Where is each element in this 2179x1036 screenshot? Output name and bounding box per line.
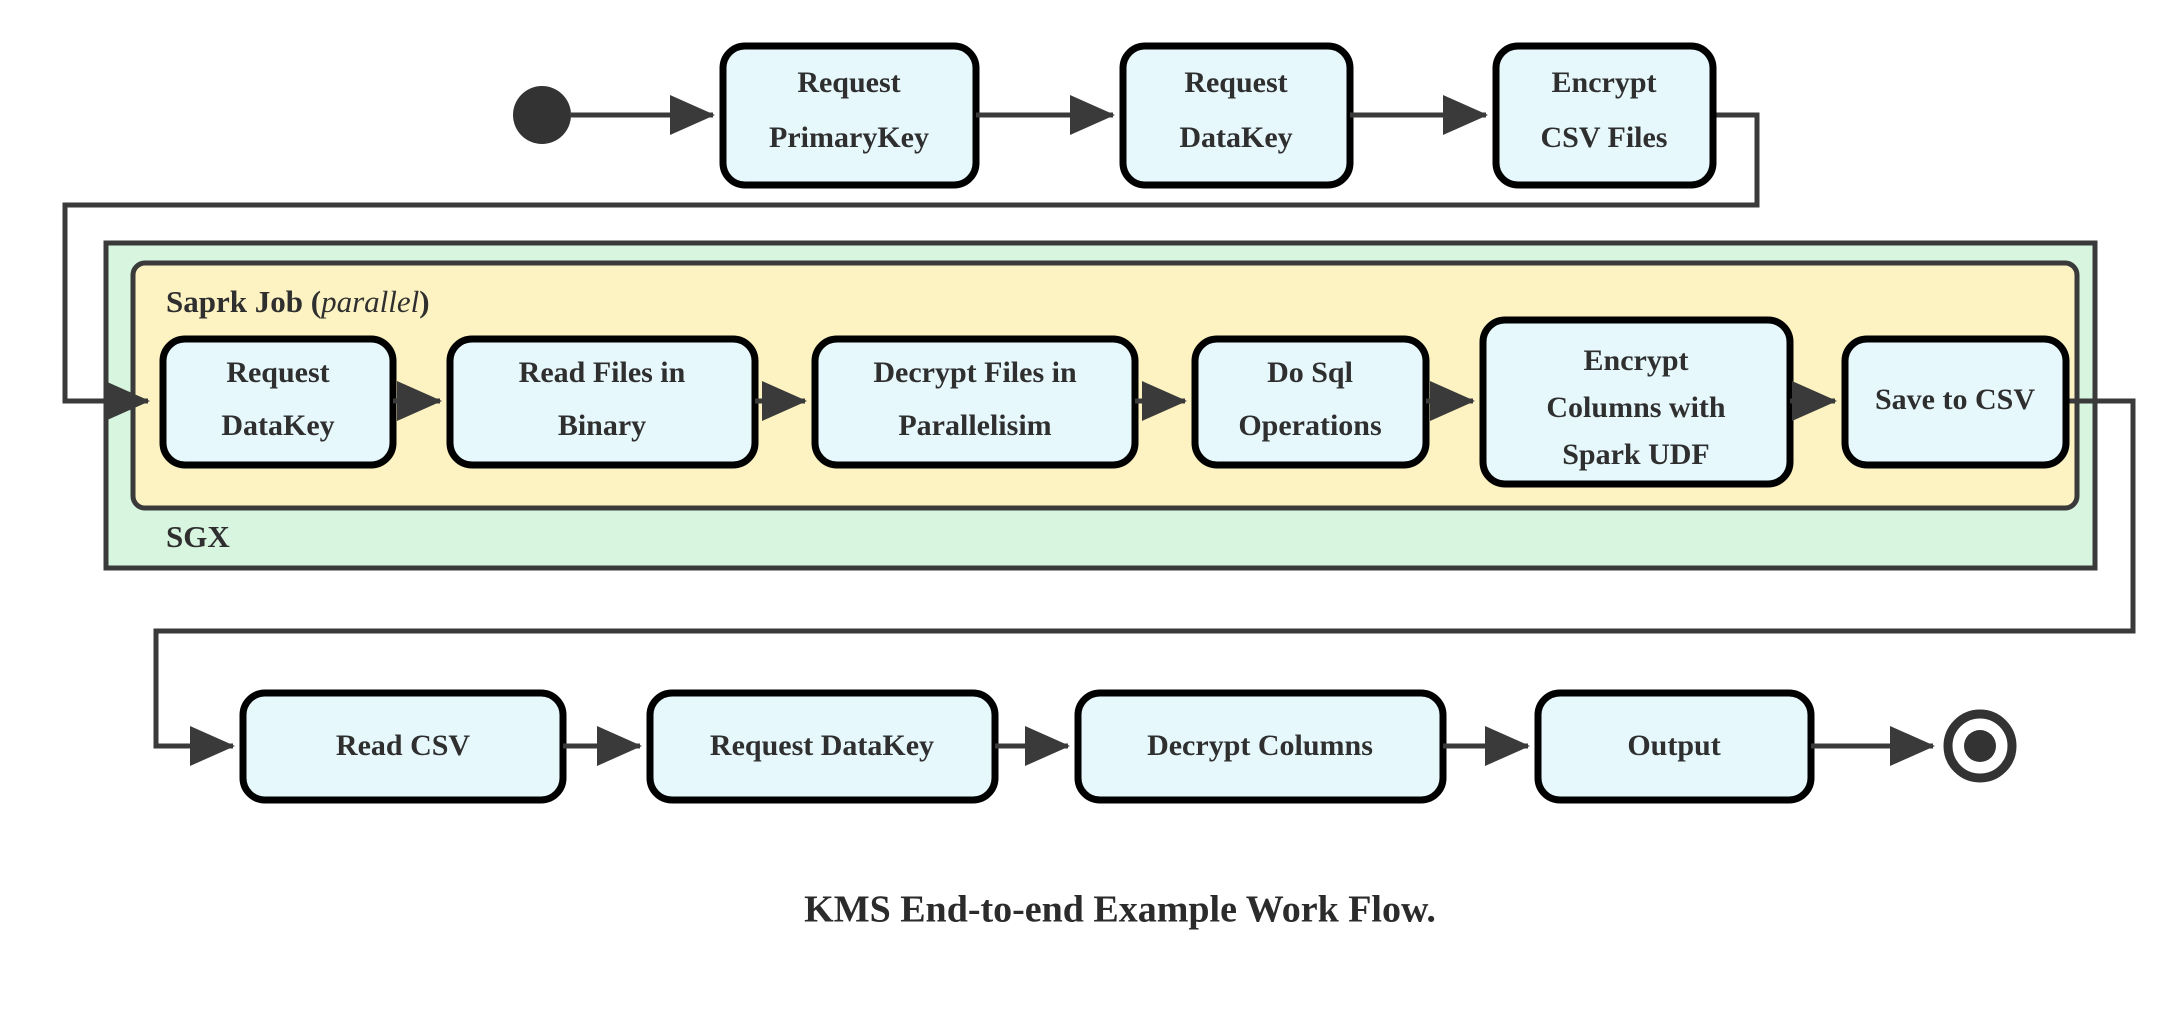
node-decrypt-columns[interactable]: Decrypt Columns xyxy=(1074,689,1447,804)
node-decrypt-files-in-parallelisim-line-2: Parallelisim xyxy=(898,409,1051,442)
node-request-datakey-spark-line-2: DataKey xyxy=(221,409,334,442)
node-encrypt-csv-files-box[interactable] xyxy=(1492,42,1717,189)
node-read-files-in-binary-line-2: Binary xyxy=(558,409,646,442)
group-sgx-label: SGX xyxy=(166,519,230,554)
node-decrypt-files-in-parallelisim-line-1: Decrypt Files in xyxy=(873,356,1077,389)
node-decrypt-files-in-parallelisim[interactable]: Decrypt Files in Parallelisim xyxy=(811,335,1139,469)
node-request-primarykey-line-1: Request xyxy=(797,66,900,99)
node-encrypt-csv-files-line-1: Encrypt xyxy=(1552,66,1657,99)
node-read-csv-line-1: Read CSV xyxy=(336,729,471,762)
node-request-primarykey[interactable]: Request PrimaryKey xyxy=(719,42,980,189)
node-encrypt-columns-with-spark-udf-line-3: Spark UDF xyxy=(1562,438,1710,471)
node-encrypt-csv-files[interactable]: Encrypt CSV Files xyxy=(1492,42,1717,189)
node-decrypt-columns-line-1: Decrypt Columns xyxy=(1147,729,1373,762)
node-encrypt-columns-with-spark-udf[interactable]: Encrypt Columns with Spark UDF xyxy=(1479,316,1794,488)
node-do-sql-operations-line-1: Do Sql xyxy=(1267,356,1353,389)
node-request-datakey-bottom-line-1: Request DataKey xyxy=(710,729,934,762)
node-request-primarykey-line-2: PrimaryKey xyxy=(769,121,929,154)
end-node-center xyxy=(1964,730,1996,762)
node-encrypt-columns-with-spark-udf-line-2: Columns with xyxy=(1546,391,1726,424)
group-spark-job-label-main: Saprk Job xyxy=(166,284,303,319)
node-encrypt-columns-with-spark-udf-line-1: Encrypt xyxy=(1584,344,1689,377)
node-save-to-csv-box[interactable] xyxy=(1841,335,2070,469)
node-do-sql-operations-line-2: Operations xyxy=(1238,409,1381,442)
end-node xyxy=(1943,709,2017,783)
group-spark-job-label: Saprk Job (parallel) xyxy=(166,284,430,319)
node-request-datakey-top-line-2: DataKey xyxy=(1179,121,1292,154)
start-node xyxy=(513,86,571,144)
node-read-csv[interactable]: Read CSV xyxy=(239,689,567,804)
node-save-to-csv-line-1: Save to CSV xyxy=(1875,383,2035,416)
connector-encrypt-csv-to-spark xyxy=(62,112,1760,421)
group-spark-job-label-parallel: parallel xyxy=(319,284,419,319)
node-read-files-in-binary[interactable]: Read Files in Binary xyxy=(446,335,759,469)
diagram-caption: KMS End-to-end Example Work Flow. xyxy=(804,889,1436,931)
group-spark-job-label-paren-close: ) xyxy=(419,284,429,319)
group-spark-job-label-paren-open: ( xyxy=(311,284,321,319)
node-request-datakey-bottom[interactable]: Request DataKey xyxy=(646,689,999,804)
node-save-to-csv[interactable]: Save to CSV xyxy=(1841,335,2070,469)
node-do-sql-operations[interactable]: Do Sql Operations xyxy=(1191,335,1430,469)
node-request-datakey-spark[interactable]: Request DataKey xyxy=(159,335,397,469)
connector-save-csv-to-read-csv xyxy=(153,398,2136,766)
node-request-datakey-spark-line-1: Request xyxy=(226,356,329,389)
node-output[interactable]: Output xyxy=(1534,689,1815,804)
node-encrypt-csv-files-line-2: CSV Files xyxy=(1541,121,1668,154)
node-request-datakey-top[interactable]: Request DataKey xyxy=(1119,42,1354,189)
node-request-datakey-top-line-1: Request xyxy=(1184,66,1287,99)
node-read-files-in-binary-line-1: Read Files in xyxy=(519,356,686,389)
node-output-line-1: Output xyxy=(1627,729,1720,762)
